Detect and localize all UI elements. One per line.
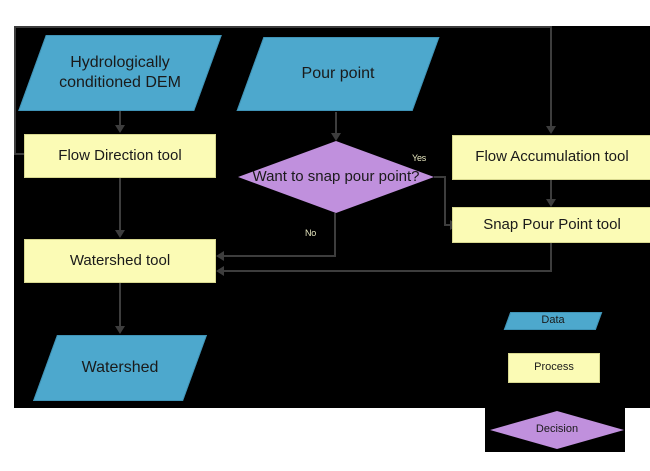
arrowhead-decision [331, 133, 341, 141]
node-pour-point[interactable]: Pour point [236, 37, 440, 111]
node-label: Watershed tool [69, 251, 171, 269]
legend-label-decision: Decision [535, 423, 579, 436]
node-label: Snap Pour Point tool [483, 215, 621, 233]
connector-yes-h2 [444, 224, 452, 226]
connector-flowdirection-to-watershedtool [119, 178, 121, 231]
node-label: Watershed [81, 359, 159, 376]
connector-snap-to-watershedtool-v [550, 243, 552, 271]
arrowhead-snap-pour-point-top [546, 199, 556, 207]
node-flow-accumulation-tool[interactable]: Flow Accumulation tool [452, 135, 650, 180]
node-label: Hydrologically conditioned DEM [59, 54, 181, 91]
legend-item-decision: Decision [490, 411, 624, 449]
connector-top-rail [14, 26, 552, 28]
connector-snap-to-watershedtool-h [224, 270, 552, 272]
arrowhead-flow-direction [115, 125, 125, 133]
node-watershed-tool[interactable]: Watershed tool [24, 239, 216, 283]
connector-no-h [224, 255, 335, 257]
node-label: Flow Direction tool [58, 146, 182, 164]
connector-flowaccum-to-snap [550, 180, 552, 200]
connector-no-v [334, 213, 336, 257]
arrowhead-flow-accumulation [546, 126, 556, 134]
arrowhead-watershed-tool-right-lower [216, 266, 224, 276]
branch-label-yes: Yes [412, 153, 427, 163]
connector-pourpoint-to-decision [335, 112, 337, 134]
legend-item-data: Data [503, 312, 603, 330]
connector-yes-h1 [434, 176, 446, 178]
arrowhead-watershed-tool-top [115, 230, 125, 238]
connector-into-flow-direction [14, 153, 26, 155]
node-hydrologically-conditioned-dem[interactable]: Hydrologically conditioned DEM [18, 35, 222, 111]
arrowhead-watershed-tool-right-upper [216, 251, 224, 261]
connector-top-rail-left-drop [14, 26, 16, 154]
node-label: Pour point [301, 65, 375, 82]
legend-label-data: Data [541, 314, 565, 327]
node-watershed-output[interactable]: Watershed [32, 335, 208, 401]
node-snap-pour-point-tool[interactable]: Snap Pour Point tool [452, 207, 650, 243]
legend-item-process: Process [508, 353, 600, 383]
connector-to-flow-accumulation [550, 26, 552, 127]
node-label: Flow Accumulation tool [475, 148, 629, 166]
legend-label-process: Process [534, 361, 574, 374]
connector-watershedtool-to-watershed [119, 283, 121, 327]
arrowhead-watershed-output [115, 326, 125, 334]
node-label: Want to snap pour point? [252, 167, 420, 185]
node-flow-direction-tool[interactable]: Flow Direction tool [24, 134, 216, 178]
node-want-to-snap-pour-point[interactable]: Want to snap pour point? [238, 141, 434, 213]
connector-yes-v [444, 176, 446, 225]
connector-dem-to-flowdirection [119, 110, 121, 126]
branch-label-no: No [305, 228, 317, 238]
